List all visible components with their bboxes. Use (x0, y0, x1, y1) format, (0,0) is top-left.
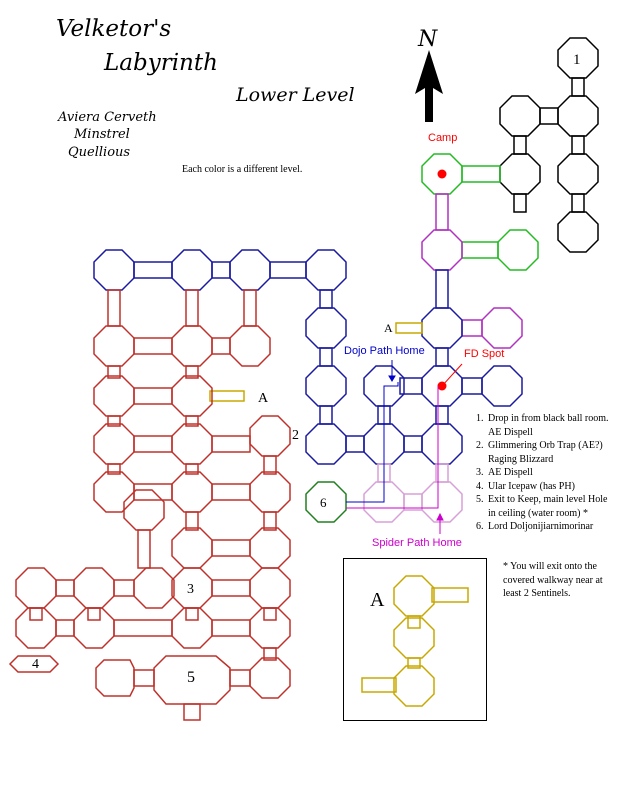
color-note: Each color is a different level. (182, 164, 303, 175)
compass-label: N (417, 27, 438, 52)
camp-label: Camp (428, 132, 458, 144)
inset-frame (343, 558, 487, 721)
a-label-right: A (384, 321, 393, 335)
author-2: Minstrel (74, 127, 130, 142)
north-arrow-icon (415, 50, 443, 122)
spider-path-label: Spider Path Home (372, 537, 462, 549)
yellow-exit-stub (395, 322, 423, 334)
a-label-left: A (258, 391, 269, 406)
map-title-line2: Labyrinth (104, 50, 218, 76)
legend-item-1: Drop in from black ball room. AE Dispell (486, 412, 616, 439)
author-3: Quellious (68, 145, 131, 160)
legend-item-5: Exit to Keep, main level Hole in ceiling… (486, 493, 616, 520)
room-number-1: 1 (573, 52, 581, 68)
map-title-line1: Velketor's (56, 16, 172, 42)
blue-level-rooms (93, 249, 523, 465)
room-number-3: 3 (187, 582, 194, 597)
legend-item-3: AE Dispell (486, 466, 616, 480)
inset-yellow-rooms (361, 575, 469, 707)
legend: Drop in from black ball room. AE Dispell… (476, 412, 616, 534)
legend-item-4: Ular Icepaw (has PH) (486, 480, 616, 494)
inset-label: A (370, 589, 385, 611)
yellow-exit-stub-left (209, 390, 245, 402)
room-number-2: 2 (292, 428, 299, 443)
purple-level-rooms (421, 193, 523, 349)
fd-pointer (441, 363, 463, 387)
author-1: Aviera Cerveth (58, 110, 157, 125)
red-level-rooms (8, 289, 291, 721)
pink-level-rooms (363, 463, 463, 523)
room-number-6: 6 (320, 495, 327, 510)
room-number-4: 4 (32, 657, 39, 672)
dojo-path-line (346, 360, 399, 503)
fd-spot-label: FD Spot (464, 348, 505, 360)
dojo-path-label: Dojo Path Home (344, 345, 425, 357)
black-level-rooms (499, 37, 599, 253)
footnote: * You will exit onto the covered walkway… (503, 561, 603, 599)
legend-item-2: Glimmering Orb Trap (AE?) Raging Blizzar… (486, 439, 616, 466)
camp-marker (437, 169, 447, 179)
room-number-5: 5 (187, 669, 195, 686)
map-subtitle: Lower Level (236, 84, 355, 106)
spider-path-line (346, 386, 444, 534)
legend-item-6: Lord Doljonijiarnimorinar (486, 520, 616, 534)
